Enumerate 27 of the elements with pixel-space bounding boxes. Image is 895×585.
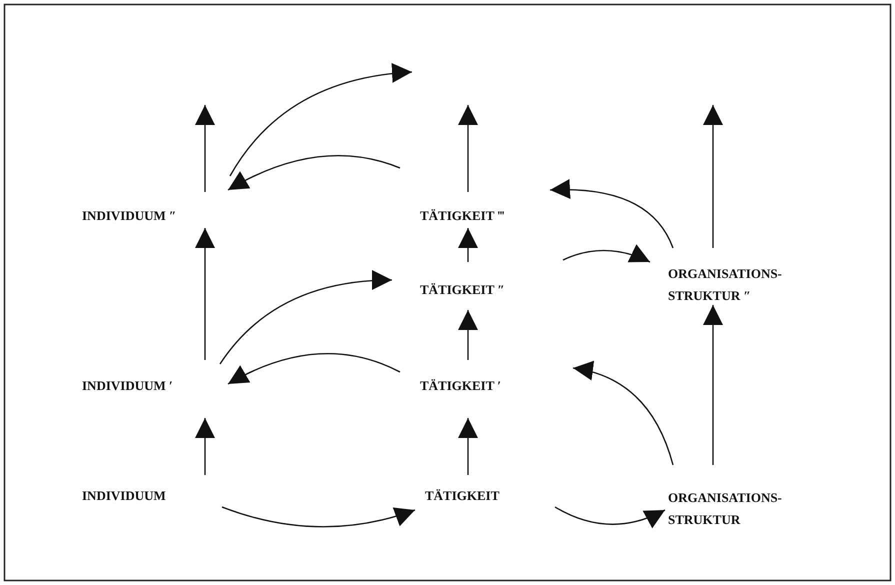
node-label: INDIVIDUUM ′ xyxy=(82,377,173,395)
node-label: TÄTIGKEIT ″ xyxy=(420,281,505,299)
arrow xyxy=(228,353,400,385)
arrow xyxy=(195,228,215,360)
arrow xyxy=(219,270,392,364)
arrow xyxy=(572,362,674,466)
arrow xyxy=(703,105,723,248)
arrow xyxy=(228,155,400,191)
arrow xyxy=(458,228,478,262)
node-label: ORGANISATIONS- STRUKTUR xyxy=(668,489,783,529)
node-label: TÄTIGKEIT ‴ xyxy=(420,207,505,225)
arrow xyxy=(550,180,674,248)
arrow xyxy=(458,310,478,360)
node-label: TÄTIGKEIT ′ xyxy=(420,377,502,395)
arrow xyxy=(562,244,650,263)
arrow xyxy=(229,64,412,176)
node-label: TÄTIGKEIT xyxy=(425,487,500,505)
arrow xyxy=(195,418,215,475)
arrow xyxy=(458,105,478,192)
node-label: INDIVIDUUM ″ xyxy=(82,207,176,225)
arrow xyxy=(222,506,416,528)
node-label: ORGANISATIONS- STRUKTUR ″ xyxy=(668,265,783,305)
node-label: INDIVIDUUM xyxy=(82,487,166,505)
arrow xyxy=(195,105,215,192)
arrow xyxy=(703,305,723,465)
arrow xyxy=(554,506,666,528)
arrow xyxy=(458,418,478,475)
